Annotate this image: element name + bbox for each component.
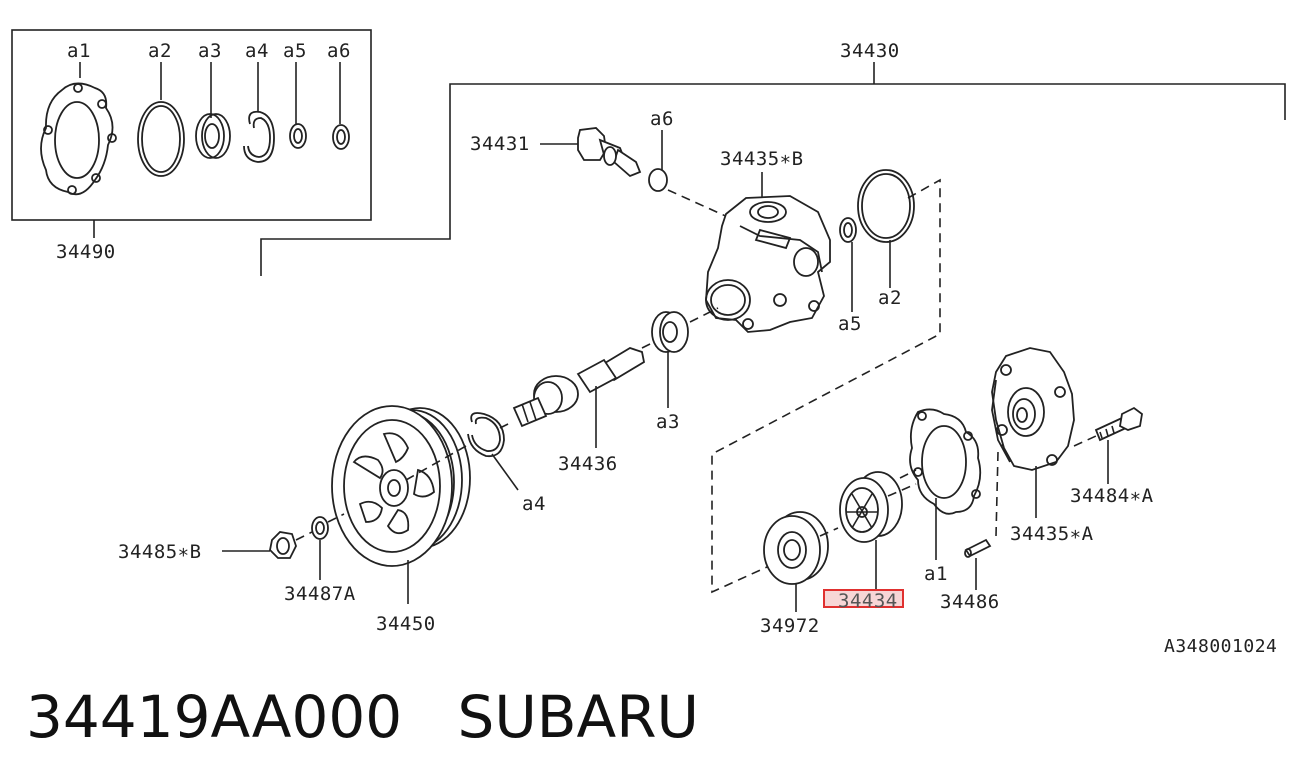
label-34972[interactable]: 34972 bbox=[760, 615, 820, 637]
label-34450[interactable]: 34450 bbox=[376, 613, 436, 635]
part-34436-shaft bbox=[512, 347, 646, 428]
kit-label-a3[interactable]: a3 bbox=[198, 40, 222, 62]
callout-a1[interactable]: a1 bbox=[924, 563, 948, 585]
callout-a5[interactable]: a5 bbox=[838, 313, 862, 335]
part-34486-pin bbox=[964, 538, 992, 558]
kit-label-a1[interactable]: a1 bbox=[67, 40, 91, 62]
label-34435b[interactable]: 34435∗B bbox=[720, 148, 804, 170]
kit-oring-a2 bbox=[137, 101, 185, 177]
part-34431-valve bbox=[577, 127, 642, 178]
part-34434-rotor bbox=[839, 471, 903, 543]
callout-a6[interactable]: a6 bbox=[650, 108, 674, 130]
kit-label-a6[interactable]: a6 bbox=[327, 40, 351, 62]
kit-box bbox=[11, 29, 372, 221]
kit-label-a4[interactable]: a4 bbox=[245, 40, 269, 62]
label-34435a[interactable]: 34435∗A bbox=[1010, 523, 1094, 545]
label-34485b[interactable]: 34485∗B bbox=[118, 541, 202, 563]
part-34484a-bolt bbox=[1094, 406, 1143, 442]
kit-bearing-a3 bbox=[195, 113, 231, 159]
part-a1-gasket bbox=[909, 408, 982, 515]
part-34435b-housing bbox=[705, 195, 831, 333]
label-34431[interactable]: 34431 bbox=[470, 133, 530, 155]
kit-ring-a5 bbox=[289, 123, 307, 149]
part-a3-bearing bbox=[651, 311, 689, 353]
label-34436[interactable]: 34436 bbox=[558, 453, 618, 475]
kit-gasket-a1 bbox=[40, 82, 117, 196]
part-number: 34419AA000 bbox=[26, 683, 403, 751]
kit-ring-a6 bbox=[332, 124, 350, 150]
label-34490[interactable]: 34490 bbox=[56, 241, 116, 263]
callout-a2[interactable]: a2 bbox=[878, 287, 902, 309]
footer-caption: 34419AA000 SUBARU bbox=[26, 683, 699, 751]
kit-snapring-a4 bbox=[243, 110, 275, 163]
part-34435a-cover bbox=[991, 347, 1075, 471]
callout-a3[interactable]: a3 bbox=[656, 411, 680, 433]
highlight-34434 bbox=[823, 589, 904, 608]
part-34485b-nut bbox=[269, 531, 297, 559]
brand-name: SUBARU bbox=[457, 683, 700, 751]
part-34972-ring bbox=[763, 511, 829, 585]
kit-label-a2[interactable]: a2 bbox=[148, 40, 172, 62]
label-34486[interactable]: 34486 bbox=[940, 591, 1000, 613]
label-34487a[interactable]: 34487A bbox=[284, 583, 356, 605]
callout-a4[interactable]: a4 bbox=[522, 493, 546, 515]
label-34430[interactable]: 34430 bbox=[840, 40, 900, 62]
label-34484a[interactable]: 34484∗A bbox=[1070, 485, 1154, 507]
part-34450-pulley bbox=[331, 405, 471, 567]
part-a4-snapring bbox=[467, 412, 505, 458]
kit-label-a5[interactable]: a5 bbox=[283, 40, 307, 62]
reference-code: A348001024 bbox=[1164, 636, 1277, 657]
label-34434[interactable]: 34434 bbox=[838, 590, 898, 612]
